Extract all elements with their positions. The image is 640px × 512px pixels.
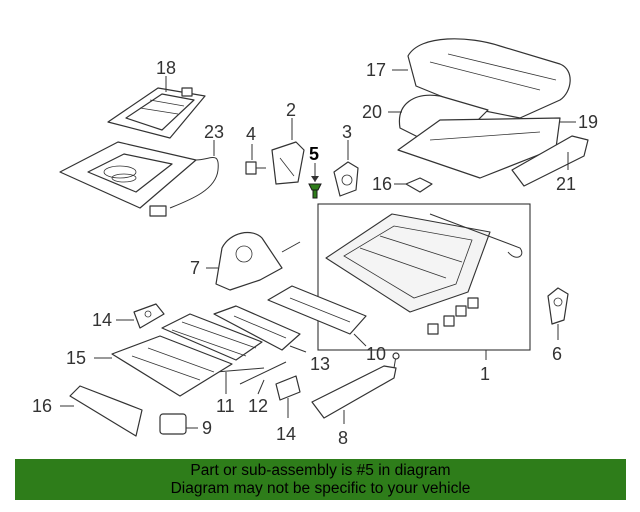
part-16-front-trim[interactable] <box>69 385 143 437</box>
part-14-lower-guard[interactable] <box>275 375 301 401</box>
leader-lines <box>60 69 576 429</box>
callout-5[interactable]: 5 <box>309 144 319 164</box>
part-9-motor[interactable] <box>159 413 187 435</box>
callout-8[interactable]: 8 <box>338 428 348 448</box>
callout-12[interactable]: 12 <box>248 396 268 416</box>
callout-3[interactable]: 3 <box>342 122 352 142</box>
part-6-bracket[interactable] <box>547 287 569 325</box>
part-22-side-trim[interactable] <box>511 135 589 187</box>
part-19-heater-pad[interactable] <box>107 87 206 139</box>
callout-14-lower[interactable]: 14 <box>276 424 296 444</box>
part-11-spring-mat[interactable] <box>161 313 265 373</box>
callout-16[interactable]: 16 <box>32 396 52 416</box>
part-1-seat-frame[interactable] <box>325 213 523 335</box>
callout-22[interactable]: 21 <box>556 174 576 194</box>
part-4-bolt[interactable] <box>245 161 266 175</box>
banner-line-2: Diagram may not be specific to your vehi… <box>170 480 471 497</box>
part-7-recliner[interactable] <box>215 231 301 291</box>
callout-6[interactable]: 6 <box>552 344 562 364</box>
part-13-rail-plate[interactable] <box>213 305 301 351</box>
callout-4[interactable]: 4 <box>246 124 256 144</box>
callout-13[interactable]: 13 <box>310 354 330 374</box>
part-3-hinge-cover[interactable] <box>333 161 359 197</box>
callout-9[interactable]: 9 <box>202 418 212 438</box>
callout-1[interactable]: 1 <box>480 364 490 384</box>
callout-15[interactable]: 15 <box>66 348 86 368</box>
info-banner: Part or sub-assembly is #5 in diagram Di… <box>15 459 626 500</box>
callout-7[interactable]: 7 <box>190 258 200 278</box>
callout-21[interactable]: 20 <box>362 102 382 122</box>
part-20-seat-cushion[interactable] <box>397 117 561 179</box>
part-14-upper-bracket[interactable] <box>133 303 165 329</box>
part-23-heater-mat[interactable] <box>59 141 219 217</box>
part-2-side-cover[interactable] <box>271 141 305 185</box>
part-12-rod[interactable] <box>239 361 287 385</box>
callout-14-upper[interactable]: 14 <box>92 310 112 330</box>
part-15-lower-frame[interactable] <box>111 335 233 397</box>
callouts: 18 23 4 2 5 3 17 20 19 21 16 7 14 15 16 … <box>32 58 598 448</box>
part-17-clip[interactable] <box>405 177 433 193</box>
part-10-bracket-plate[interactable] <box>267 285 367 335</box>
part-8-side-track[interactable] <box>311 352 400 419</box>
callout-20[interactable]: 19 <box>578 112 598 132</box>
callout-2[interactable]: 2 <box>286 100 296 120</box>
callout-17[interactable]: 16 <box>372 174 392 194</box>
callout-18[interactable]: 17 <box>366 60 386 80</box>
banner-line-1: Part or sub-assembly is #5 in diagram <box>190 462 451 479</box>
part-5-clip[interactable] <box>308 163 322 199</box>
callout-10[interactable]: 10 <box>366 344 386 364</box>
callout-23[interactable]: 23 <box>204 122 224 142</box>
callout-19[interactable]: 18 <box>156 58 176 78</box>
callout-11[interactable]: 11 <box>216 396 235 416</box>
part-1-frame-box <box>317 203 531 351</box>
